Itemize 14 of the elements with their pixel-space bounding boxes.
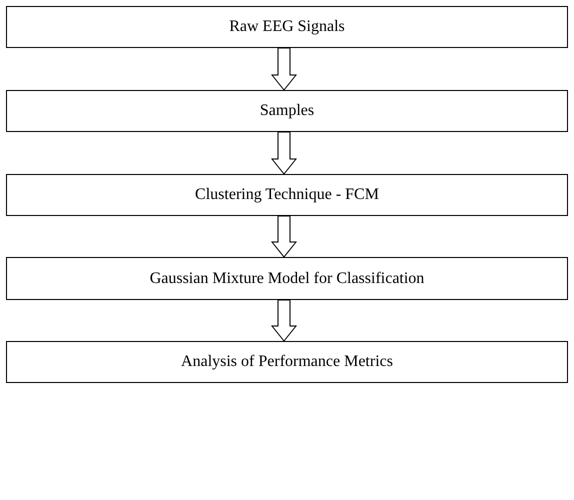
step-label: Samples bbox=[260, 102, 314, 120]
hollow-arrow bbox=[270, 300, 298, 342]
process-box bbox=[6, 174, 568, 216]
step-label: Analysis of Performance Metrics bbox=[181, 353, 393, 371]
hollow-arrow bbox=[270, 48, 298, 91]
step-label: Clustering Technique - FCM bbox=[195, 186, 379, 204]
step-label: Gaussian Mixture Model for Classification bbox=[150, 270, 424, 288]
step-label: Raw EEG Signals bbox=[229, 18, 345, 36]
process-box bbox=[6, 257, 568, 300]
process-box bbox=[6, 6, 568, 48]
hollow-arrow bbox=[270, 216, 298, 258]
process-box bbox=[6, 341, 568, 383]
hollow-arrow bbox=[270, 132, 298, 175]
process-box bbox=[6, 90, 568, 132]
